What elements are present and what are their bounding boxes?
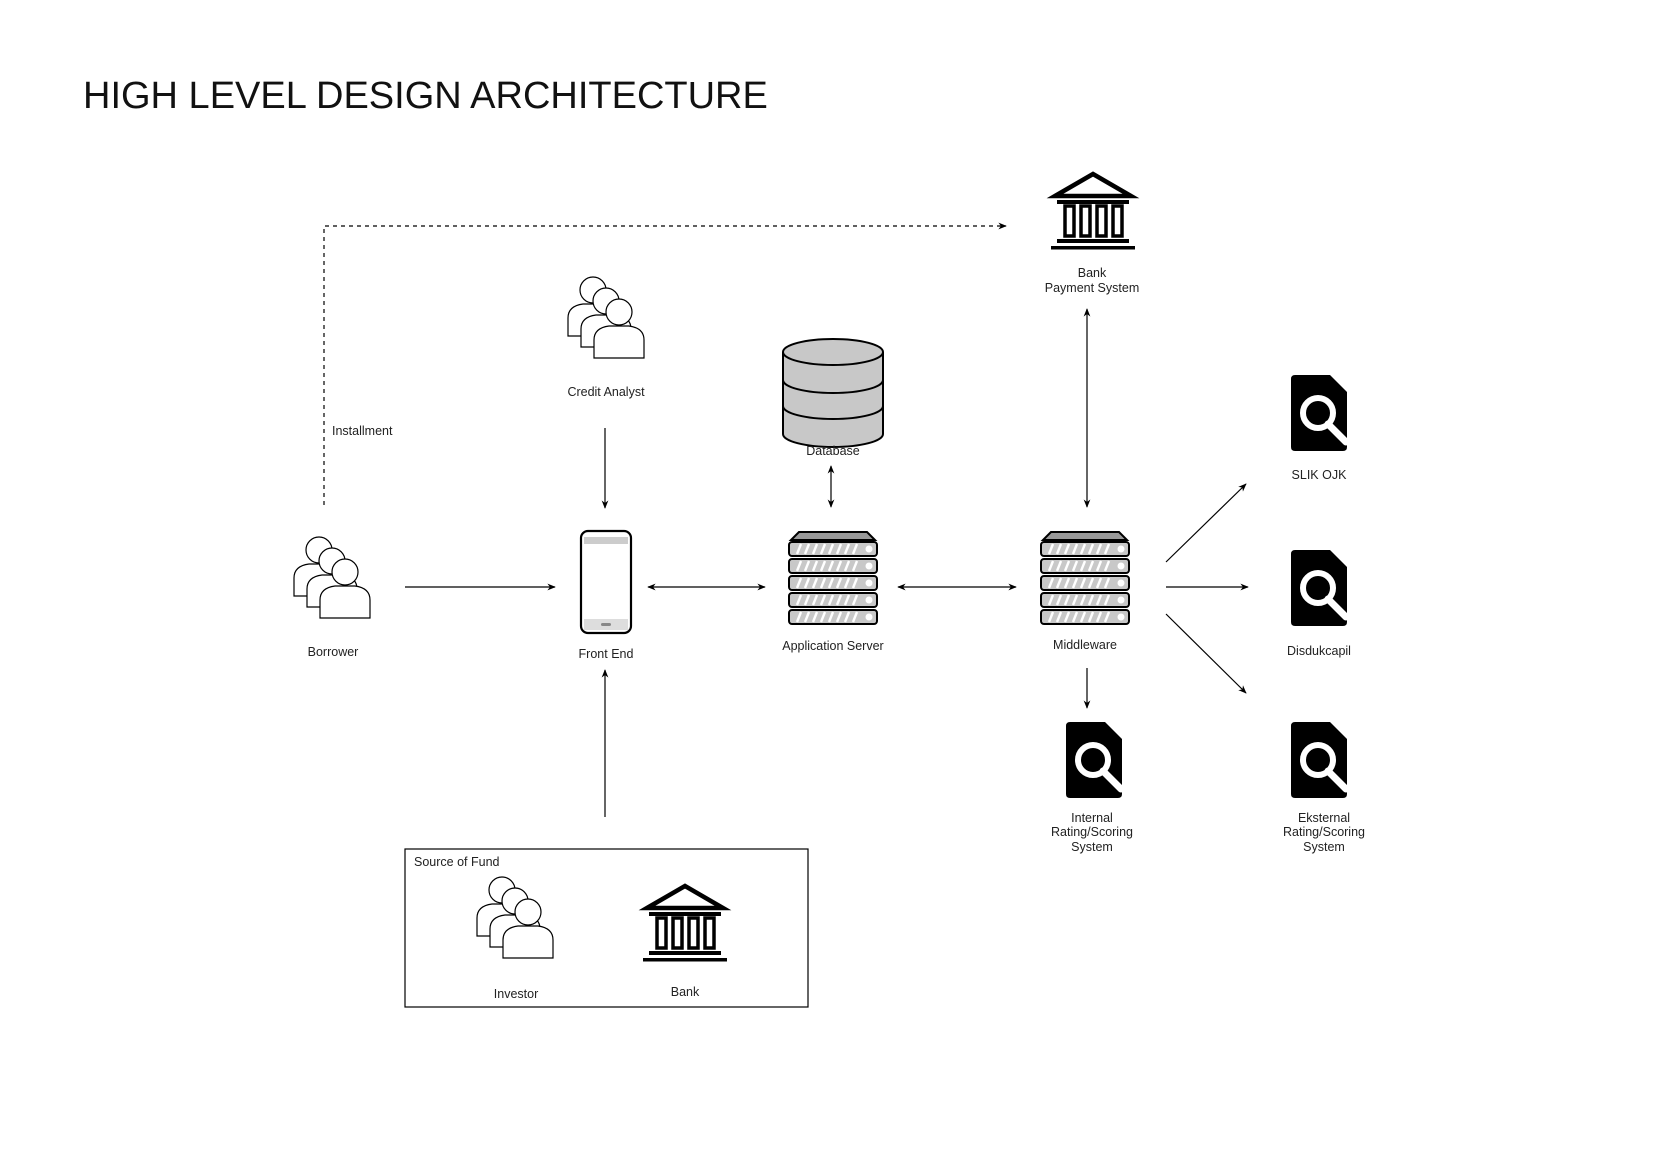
middleware-server-icon xyxy=(1041,532,1129,624)
borrower-label: Borrower xyxy=(308,645,359,659)
disdukcapil-label: Disdukcapil xyxy=(1287,644,1351,658)
investor-users-icon xyxy=(477,877,553,958)
slik-ojk-label: SLIK OJK xyxy=(1292,468,1348,482)
database-icon xyxy=(782,338,884,448)
internal-rating-label-line-2: Rating/Scoring xyxy=(1051,825,1133,839)
smartphone-icon xyxy=(579,529,633,635)
internal-rating-node[interactable]: Internal Rating/Scoring System xyxy=(1051,722,1133,854)
internal-rating-label-line-3: System xyxy=(1071,840,1113,854)
internal-rating-file-search-icon xyxy=(1066,722,1122,798)
source-bank-icon xyxy=(643,886,727,962)
bank-payment-system-node[interactable]: Bank Payment System xyxy=(1045,174,1139,295)
bank-payment-bank-icon xyxy=(1051,174,1135,250)
installment-edge xyxy=(323,222,1007,505)
front-end-label: Front End xyxy=(579,647,634,661)
eksternal-rating-label-line-2: Rating/Scoring xyxy=(1283,825,1365,839)
disdukcapil-node[interactable]: Disdukcapil xyxy=(1287,550,1351,658)
application-server-node[interactable]: Application Server xyxy=(782,532,884,653)
middleware-node[interactable]: Middleware xyxy=(1041,532,1129,652)
installment-label: Installment xyxy=(332,424,393,438)
database-node[interactable]: Database xyxy=(782,338,884,458)
edge-middleware-eksternal xyxy=(1165,613,1247,694)
bank-payment-label-line-2: Payment System xyxy=(1045,281,1139,295)
middleware-label: Middleware xyxy=(1053,638,1117,652)
edges xyxy=(323,222,1249,817)
slik-ojk-file-search-icon xyxy=(1291,375,1347,451)
application-server-icon xyxy=(789,532,877,624)
slik-ojk-node[interactable]: SLIK OJK xyxy=(1291,375,1347,482)
front-end-node[interactable]: Front End xyxy=(579,529,634,661)
bank-payment-label-line-1: Bank xyxy=(1078,266,1107,280)
edge-middleware-slik xyxy=(1165,483,1247,563)
application-server-label: Application Server xyxy=(782,639,883,653)
credit-analyst-label: Credit Analyst xyxy=(567,385,645,399)
eksternal-rating-label-line-1: Eksternal xyxy=(1298,811,1350,825)
investor-label: Investor xyxy=(494,987,538,1001)
borrower-users-icon xyxy=(294,537,370,618)
credit-analyst-node[interactable]: Credit Analyst xyxy=(567,277,645,399)
borrower-node[interactable]: Borrower xyxy=(294,537,370,659)
internal-rating-label-line-1: Internal xyxy=(1071,811,1113,825)
eksternal-rating-node[interactable]: Eksternal Rating/Scoring System xyxy=(1283,722,1365,854)
source-of-fund-label: Source of Fund xyxy=(414,855,500,869)
database-label: Database xyxy=(806,444,860,458)
source-of-fund-frame xyxy=(404,848,809,1008)
eksternal-rating-label-line-3: System xyxy=(1303,840,1345,854)
source-of-fund-group[interactable]: Source of Fund Investor Bank xyxy=(404,848,809,1008)
eksternal-rating-file-search-icon xyxy=(1291,722,1347,798)
page-title: HIGH LEVEL DESIGN ARCHITECTURE xyxy=(83,75,768,117)
source-bank-label: Bank xyxy=(671,985,700,999)
disdukcapil-file-search-icon xyxy=(1291,550,1347,626)
credit-analyst-users-icon xyxy=(568,277,644,358)
